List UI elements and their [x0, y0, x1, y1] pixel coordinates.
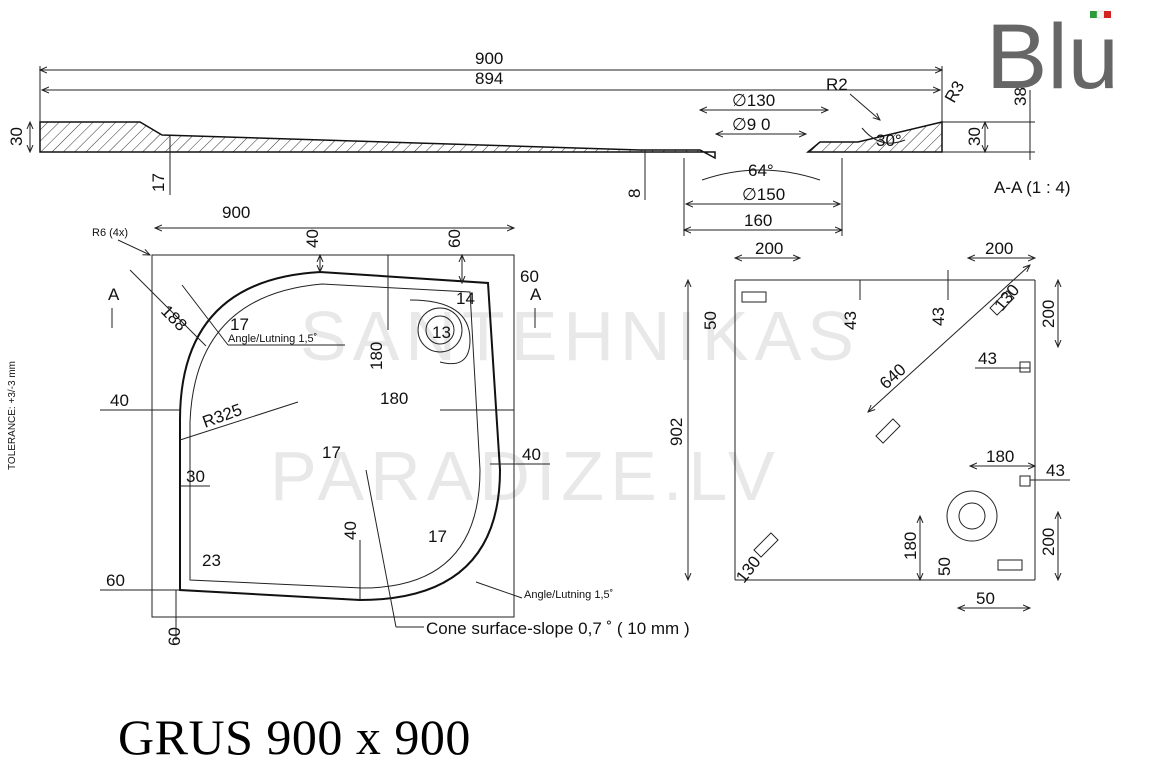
dim-200c: 200	[1039, 300, 1058, 328]
dim-160: 160	[744, 211, 772, 230]
dim-30: 30	[186, 467, 205, 486]
dim-43c: 43	[978, 349, 997, 368]
section-mark-left: A	[108, 285, 120, 304]
dim-43a: 43	[841, 311, 860, 330]
dim-14: 14	[456, 289, 475, 308]
dim-17c: 17	[428, 527, 447, 546]
leader-angle2	[475, 581, 523, 599]
leader-r6	[117, 239, 150, 255]
feet	[741, 290, 1031, 571]
drain-inner	[425, 315, 455, 345]
dim-top-40: 40	[303, 229, 322, 248]
dim-130b: 130	[732, 552, 764, 586]
drain-recess	[409, 299, 471, 365]
watermark: SANTEHNIKAS PARADIZE.LV	[270, 297, 860, 515]
dim-30-left: 30	[7, 127, 26, 146]
dim-180v-bv: 180	[901, 532, 920, 560]
dim-mid-40: 40	[341, 521, 360, 540]
foot-7	[997, 559, 1023, 571]
dim-43b: 43	[929, 307, 948, 326]
dim-50b: 50	[935, 557, 954, 576]
flag-green	[1090, 11, 1097, 18]
drain-inner-bv	[958, 502, 986, 530]
basin-inner	[189, 283, 481, 589]
dim-180h: 180	[380, 389, 408, 408]
drain-outer	[417, 307, 463, 353]
dim-200d: 200	[1039, 528, 1058, 556]
dim-180v: 180	[367, 342, 386, 370]
tray-outline	[151, 254, 515, 618]
dim-line-188	[129, 269, 207, 347]
basin-outer	[179, 270, 502, 602]
dim-640: 640	[876, 360, 910, 393]
section-profile-left	[39, 121, 716, 160]
drain-outer-bv	[946, 490, 998, 542]
cone-note: Cone surface-slope 0,7 ˚ ( 10 mm )	[426, 619, 690, 638]
dim-17: 17	[149, 173, 168, 192]
dim-38: 38	[1011, 87, 1030, 106]
section-label: A-A (1 : 4)	[994, 178, 1071, 197]
dim-130: ∅130	[732, 91, 775, 110]
dim-right-40: 40	[522, 445, 541, 464]
dim-17a: 17	[230, 315, 249, 334]
angle-note-2: Angle/Lutning 1,5˚	[524, 589, 613, 601]
section-profile-right	[805, 121, 943, 153]
angle-note-1: Angle/Lutning 1,5˚	[228, 333, 317, 345]
dim-30-right: 30	[965, 127, 984, 146]
foot-5	[1019, 475, 1031, 487]
dim-r6: R6 (4x)	[92, 227, 128, 239]
dim-200a: 200	[755, 239, 783, 258]
foot-6	[753, 532, 779, 558]
dim-r2: R2	[826, 75, 848, 94]
watermark-line1: SANTEHNIKAS	[300, 297, 860, 375]
foot-4	[1019, 361, 1031, 373]
leader-angle1	[181, 284, 229, 346]
section-mark-right: A	[530, 285, 542, 304]
leader-cone	[365, 469, 397, 628]
dim-top-60: 60	[445, 229, 464, 248]
tolerance-note: TOLERANCE: +3/-3 mm	[7, 360, 19, 471]
dim-13: 13	[432, 323, 451, 342]
foot-2	[989, 290, 1015, 316]
brand-text: Blu	[986, 6, 1119, 97]
product-title: GRUS 900 x 900	[118, 709, 471, 765]
dim-30deg: 30°	[876, 131, 902, 150]
dim-180h: 180	[986, 447, 1014, 466]
dim-plan-900: 900	[222, 203, 250, 222]
dim-50c: 50	[976, 589, 995, 608]
technical-drawing: SANTEHNIKAS PARADIZE.LV 900 894 30 17 8 …	[7, 49, 1071, 646]
foot-3	[875, 418, 901, 444]
dim-200b: 200	[985, 239, 1013, 258]
dim-8: 8	[625, 189, 644, 198]
plan-view: 900 R6 (4x) 40 60 60 A A 188 17 Angle/Lu…	[92, 203, 690, 646]
dim-43d: 43	[1046, 461, 1065, 480]
dim-23: 23	[202, 551, 221, 570]
section-view: 900 894 30 17 8 ∅130 ∅9 0 64° ∅150 160 R…	[7, 49, 1071, 236]
leader-r325	[179, 401, 299, 441]
dim-17b: 17	[322, 443, 341, 462]
leader-r2	[849, 93, 880, 120]
arc-64	[701, 169, 821, 181]
dim-left-60: 60	[106, 571, 125, 590]
dim-902: 902	[667, 418, 686, 446]
dim-r3: R3	[941, 78, 968, 106]
dim-188: 188	[157, 301, 190, 334]
foot-1	[741, 291, 767, 303]
dim-right-60: 60	[520, 267, 539, 286]
brand-logo: Blu	[986, 6, 1119, 97]
flag-red	[1104, 11, 1111, 18]
dim-left-40: 40	[110, 391, 129, 410]
dim-r325: R325	[200, 400, 245, 432]
arc-30	[861, 127, 906, 144]
dim-894: 894	[475, 69, 503, 88]
dim-line-640	[868, 265, 1030, 412]
dim-900: 900	[475, 49, 503, 68]
dim-64: 64°	[748, 161, 774, 180]
bottom-view: 902 200 200 50 43 43 130 200 43 640 180 …	[667, 239, 1070, 608]
dim-50: 50	[701, 311, 720, 330]
dim-90: ∅9 0	[732, 115, 770, 134]
dim-150: ∅150	[742, 185, 785, 204]
dim-bottom-60: 60	[165, 627, 184, 646]
